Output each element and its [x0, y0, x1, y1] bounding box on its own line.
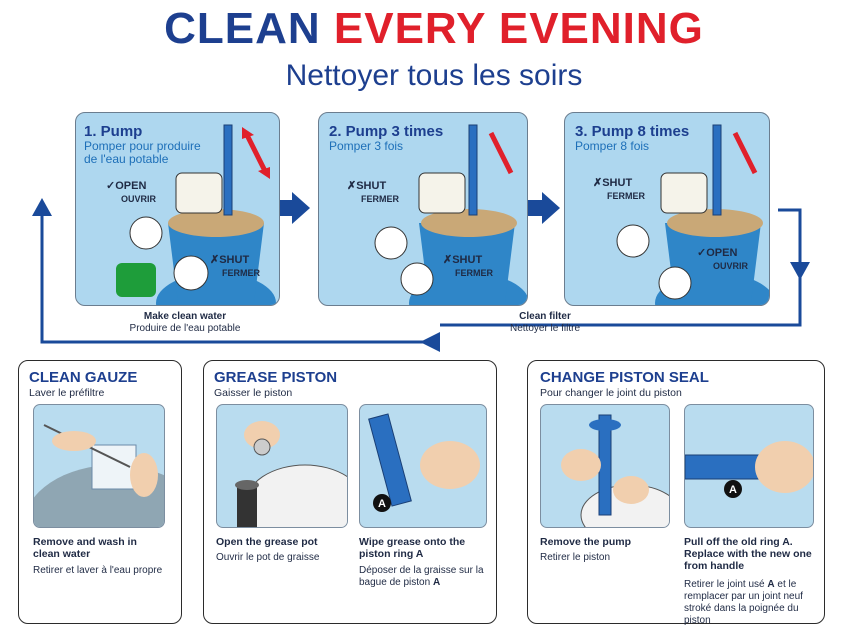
seal-left-caption-en: Remove the pump — [540, 536, 632, 548]
step-3-title: 3. Pump 8 times — [575, 123, 690, 140]
step-3-open-label: ✓OPEN — [697, 247, 738, 259]
gauze-photo — [33, 404, 165, 528]
seal-left-caption-fr: Retirer le piston — [540, 552, 611, 563]
clean-gauze-title: CLEAN GAUZE — [29, 369, 138, 386]
marker-a-icon — [373, 494, 391, 512]
seal-right-caption-fr: Retirer le joint usé A et le remplacer p… — [684, 579, 803, 626]
x-mark-icon: ✗ — [443, 254, 453, 266]
filter-pump-illustration — [116, 124, 276, 305]
clean-gauze-caption-fr: Retirer et laver à l'eau propre — [33, 565, 163, 576]
replace-ring-illustration: A — [685, 441, 813, 498]
step-3-shut-label: ✗SHUT — [593, 177, 633, 189]
grease-left-caption-fr: Ouvrir le pot de graisse — [216, 552, 320, 563]
change-seal-subtitle: Pour changer le joint du piston — [540, 387, 682, 399]
change-seal-title: CHANGE PISTON SEAL — [540, 369, 709, 386]
x-mark-icon: ✗ — [347, 180, 357, 192]
step-1-panel: 1. Pump Pomper pour produire de l'eau po… — [75, 112, 280, 306]
change-piston-seal-card: CHANGE PISTON SEAL Pour changer le joint… — [527, 360, 825, 626]
step-2-shut-label-b: ✗SHUT — [443, 254, 483, 266]
make-clean-water-caption: Make clean water Produire de l'eau potab… — [129, 311, 241, 334]
step-1-open-fr: OUVRIR — [121, 194, 157, 204]
marker-a-label: A — [378, 498, 386, 510]
step-3-panel: 3. Pump 8 times Pomper 8 fois ✗SHUT FERM… — [564, 112, 770, 306]
seal-right-caption-en: Pull off the old ring A. Replace with th… — [684, 536, 812, 572]
piston-ring-illustration: A — [368, 413, 480, 512]
remove-pump-photo — [540, 404, 670, 528]
step-2-panel: 2. Pump 3 times Pomper 3 fois ✗SHUT FERM… — [318, 112, 528, 306]
step-1-title: 1. Pump — [84, 123, 143, 140]
step-1-shut-fr: FERMER — [222, 268, 260, 278]
clean-filter-caption: Clean filter Nettoyer le filtre — [509, 311, 581, 334]
check-mark-icon: ✓ — [106, 180, 116, 192]
step-3-open-fr: OUVRIR — [713, 261, 749, 271]
x-mark-icon: ✗ — [593, 177, 603, 189]
clean-gauze-caption-en: Remove and wash in clean water — [33, 536, 137, 560]
subtitle-french: Nettoyer tous les soirs — [285, 59, 583, 92]
main-title: CLEAN EVERY EVENING — [0, 4, 868, 54]
step-2-subtitle: Pomper 3 fois — [329, 139, 404, 153]
piston-ring-photo: A — [359, 404, 487, 528]
x-mark-icon: ✗ — [210, 254, 220, 266]
grease-piston-subtitle: Gaisser le piston — [214, 387, 293, 399]
old-ring-photo: A — [684, 404, 814, 528]
title-every-evening: EVERY EVENING — [333, 4, 704, 53]
step-3-shut-fr: FERMER — [607, 191, 645, 201]
grease-left-caption-en: Open the grease pot — [216, 536, 318, 548]
step-1-subtitle-line2: de l'eau potable — [84, 152, 169, 166]
filter-pump-illustration — [374, 124, 527, 305]
grease-pot-photo — [216, 404, 348, 528]
marker-a-icon — [724, 480, 742, 498]
grease-right-caption-en: Wipe grease onto the piston ring A — [359, 536, 466, 560]
grease-right-caption-fr: Déposer de la graisse sur la bague de pi… — [359, 565, 484, 588]
remove-pump-illustration — [561, 414, 669, 527]
title-clean: CLEAN — [164, 4, 321, 53]
step-2-shut-fr-a: FERMER — [361, 194, 399, 204]
step-1-open-label: ✓OPEN — [106, 180, 147, 192]
step-1-subtitle-line1: Pomper pour produire — [84, 139, 201, 153]
filter-pump-illustration — [616, 124, 769, 305]
grease-pot-illustration — [235, 421, 347, 527]
step-2-shut-label-a: ✗SHUT — [347, 180, 387, 192]
grease-piston-card: GREASE PISTON Gaisser le piston A Open t… — [203, 360, 497, 624]
step-2-title: 2. Pump 3 times — [329, 123, 444, 140]
marker-a-label: A — [729, 484, 737, 496]
step-2-shut-fr-b: FERMER — [455, 268, 493, 278]
check-mark-icon: ✓ — [697, 247, 707, 259]
gauze-washing-illustration — [34, 424, 164, 527]
clean-gauze-subtitle: Laver le préfiltre — [29, 387, 105, 399]
step-3-subtitle: Pomper 8 fois — [575, 139, 650, 153]
grease-piston-title: GREASE PISTON — [214, 369, 338, 386]
clean-gauze-card: CLEAN GAUZE Laver le préfiltre Remove an… — [18, 360, 182, 624]
step-1-shut-label: ✗SHUT — [210, 254, 250, 266]
